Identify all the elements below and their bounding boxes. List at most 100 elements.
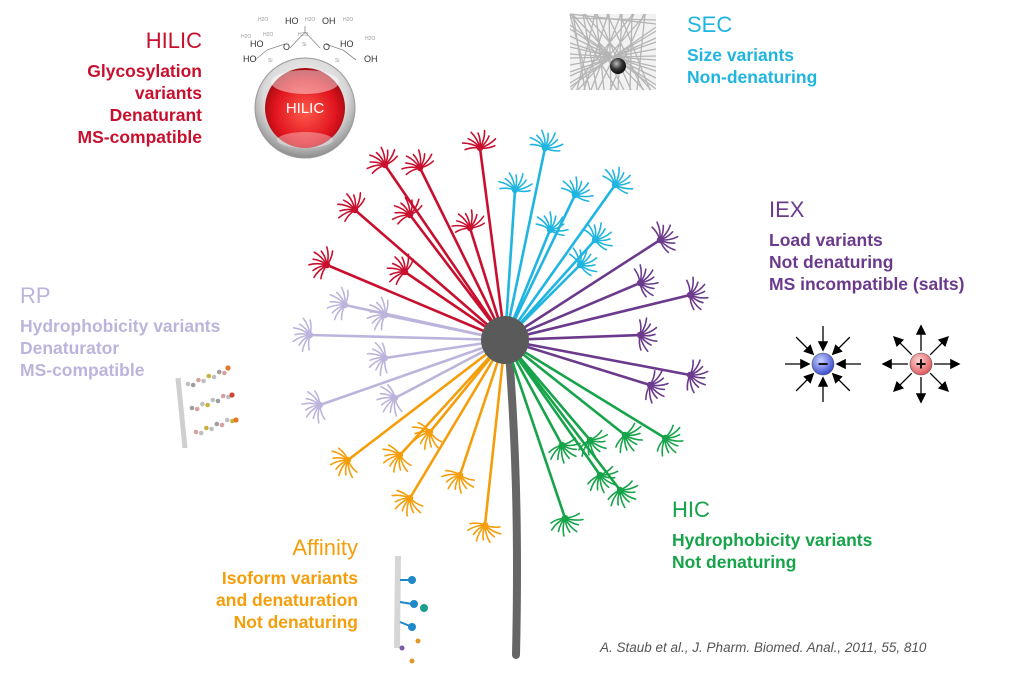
svg-text:Si: Si — [268, 58, 272, 64]
sec-seed-head — [529, 129, 564, 152]
affinity-ray — [408, 339, 507, 499]
svg-text:Si: Si — [335, 58, 339, 64]
affinity-line: Isoform variants — [221, 568, 358, 588]
rp-seed-head — [376, 384, 403, 417]
affinity-seed-head — [411, 421, 443, 451]
plus-sign: + — [916, 354, 927, 374]
hilic-ray — [418, 167, 507, 341]
affinity-seed-head — [441, 469, 475, 494]
hilic-ray — [383, 164, 507, 341]
hic-title: HIC — [672, 497, 710, 522]
sec-seed-head — [602, 166, 634, 195]
rp-seed-head — [301, 390, 326, 424]
rp-line: Hydrophobicity variants — [20, 316, 221, 336]
affinity-line: and denaturation — [216, 590, 358, 610]
affinity-title: Affinity — [292, 535, 358, 560]
sec-seed-head — [560, 176, 594, 203]
sec-ray — [503, 194, 577, 341]
hilic-particle-icon: HILIC — [254, 57, 356, 159]
svg-text:O: O — [283, 42, 290, 52]
svg-text:H2O: H2O — [263, 32, 273, 38]
hic-seed-head — [615, 422, 644, 454]
svg-text:H2O: H2O — [241, 34, 251, 40]
iex-line: MS incompatible (salts) — [769, 274, 965, 294]
hic-ray — [504, 338, 666, 440]
affinity-seed-head — [391, 489, 424, 517]
iex-line: Load variants — [769, 230, 883, 250]
hic-ray — [503, 339, 622, 491]
hilic-line: variants — [134, 83, 202, 103]
iex-seed-head — [633, 264, 659, 298]
dandelion-center — [481, 316, 529, 364]
rp-title: RP — [20, 283, 51, 308]
iex-seed-head — [686, 359, 709, 394]
iex-ray — [504, 338, 691, 377]
hilic-line: MS-compatible — [77, 127, 202, 147]
minus-sign: − — [818, 354, 829, 374]
dandelion-rays — [292, 129, 709, 544]
hilic-seed-head — [366, 146, 398, 175]
svg-text:HO: HO — [285, 16, 299, 26]
iex-block: IEX Load variants Not denaturing MS inco… — [769, 197, 964, 295]
svg-text:H2O: H2O — [305, 17, 315, 23]
sec-ray — [503, 147, 547, 341]
hic-line: Hydrophobicity variants — [672, 530, 873, 550]
silica-surface-icon — [254, 26, 357, 61]
sec-seed-head — [583, 222, 613, 251]
affinity-line: Not denaturing — [233, 612, 358, 632]
sec-line: Size variants — [687, 45, 794, 65]
hilic-ray — [326, 263, 506, 342]
hic-seed-head — [550, 512, 584, 537]
iex-ray — [504, 281, 641, 342]
iex-ray — [504, 238, 661, 342]
rp-ray — [309, 333, 506, 342]
rp-seed-head — [326, 286, 349, 321]
svg-text:Si: Si — [302, 42, 306, 48]
hilic-seed-head — [451, 209, 486, 233]
hic-ray — [503, 339, 567, 519]
silica-labels: HO OH HO HO HO OH O O Si Si Si H2O H2O H… — [241, 16, 378, 64]
hilic-block: HILIC Glycosylation variants Denaturant … — [40, 28, 202, 148]
svg-text:OH: OH — [364, 54, 378, 64]
affinity-seed-head — [467, 521, 502, 544]
affinity-ligand-icon — [394, 555, 428, 664]
hilic-particle-label: HILIC — [286, 100, 325, 117]
rp-seed-head — [366, 341, 389, 377]
hic-seed-head — [577, 429, 609, 458]
iex-seed-head — [651, 221, 679, 254]
hic-seed-head — [607, 480, 639, 509]
hilic-ray — [354, 209, 506, 341]
hilic-line: Glycosylation — [87, 61, 202, 81]
iex-seed-head — [645, 369, 669, 404]
iex-ray — [504, 293, 691, 342]
stem — [504, 336, 522, 659]
sec-pore-icon — [569, 13, 657, 91]
hilic-seed-head — [337, 192, 366, 222]
sec-block: SEC Size variants Non-denaturing — [687, 12, 817, 88]
sec-title: SEC — [687, 12, 733, 37]
rp-molecule-icon — [175, 365, 239, 449]
affinity-seed-head — [382, 444, 412, 473]
hilic-title: HILIC — [145, 28, 202, 53]
iex-positive-particle-icon: + — [881, 324, 961, 404]
affinity-ray — [399, 339, 506, 456]
sec-ray — [503, 189, 517, 341]
hilic-seed-head — [386, 253, 414, 286]
rp-seed-head — [366, 296, 389, 331]
sec-line: Non-denaturing — [687, 67, 818, 87]
affinity-ray — [347, 338, 506, 462]
affinity-block: Affinity Isoform variants and denaturati… — [190, 535, 358, 633]
rp-line: MS-compatible — [20, 360, 145, 380]
svg-text:H2O: H2O — [343, 17, 353, 23]
sec-seed-head — [568, 247, 598, 277]
svg-text:H2O: H2O — [365, 36, 375, 42]
citation: A. Staub et al., J. Pharm. Biomed. Anal.… — [600, 640, 927, 655]
rp-ray — [319, 338, 506, 407]
hic-block: HIC Hydrophobicity variants Not denaturi… — [672, 497, 872, 573]
rp-line: Denaturator — [20, 338, 120, 358]
hilic-seed-head — [308, 246, 334, 280]
sec-seed-head — [535, 211, 569, 237]
sec-seed-head — [498, 172, 533, 194]
affinity-seed-head — [329, 447, 358, 479]
